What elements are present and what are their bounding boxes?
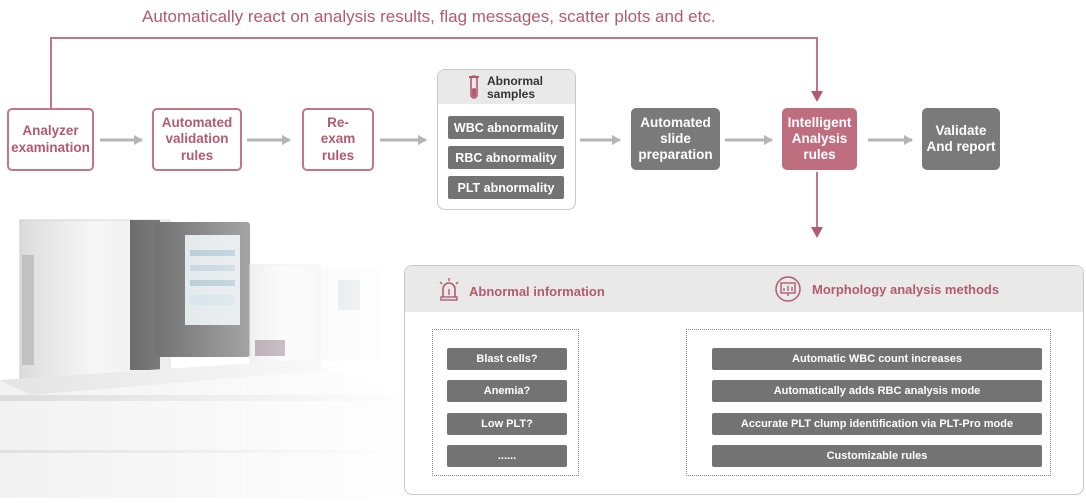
info-item-anemia: Anemia? [447,380,567,402]
info-item-low-plt: Low PLT? [447,413,567,435]
abnormal-samples-header [438,70,575,104]
step-label: Analyzer examination [11,123,90,155]
method-item-plt-pro: Accurate PLT clump identification via PL… [712,413,1042,435]
analysis-detail-header [405,266,1083,312]
abnormal-samples-panel: Abnormal samples WBC abnormality RBC abn… [437,69,576,210]
info-item-blast-cells: Blast cells? [447,348,567,370]
abnormal-samples-title: Abnormal samples [487,74,544,101]
step-automated-slide-preparation: Automated slide preparation [631,108,720,170]
headline: Automatically react on analysis results,… [142,7,716,26]
step-label: Automated validation rules [161,115,233,163]
alarm-light-icon [438,277,460,301]
step-label: Validate And report [926,122,996,154]
info-item-more: ...... [447,445,567,467]
rbc-abnormality-item: RBC abnormality [448,146,564,169]
step-label: Automated slide preparation [638,114,713,163]
abnormal-information-group [432,329,579,476]
abnormal-information-title: Abnormal information [469,284,605,299]
step-analyzer-examination: Analyzer examination [7,108,94,171]
morphology-methods-title: Morphology analysis methods [812,282,1000,297]
method-item-custom-rules: Customizable rules [712,445,1042,467]
step-reexam-rules: Re-exam rules [302,108,374,171]
test-tube-icon [467,75,481,101]
monitor-chart-icon [775,276,801,302]
step-validate-and-report: Validate And report [922,108,1000,170]
analysis-detail-panel: Abnormal information Morphology analysis… [404,265,1084,495]
step-intelligent-analysis-rules: Intelligent Analysis rules [782,108,857,170]
morphology-methods-group [686,329,1051,476]
step-label: Re-exam rules [320,115,356,163]
step-automated-validation-rules: Automated validation rules [152,108,242,171]
method-item-rbc-mode: Automatically adds RBC analysis mode [712,380,1042,402]
step-label: Intelligent Analysis rules [787,114,852,163]
method-item-wbc-count: Automatic WBC count increases [712,348,1042,370]
plt-abnormality-item: PLT abnormality [448,176,564,199]
analyzer-machine-illustration [0,210,420,498]
wbc-abnormality-item: WBC abnormality [448,116,564,139]
